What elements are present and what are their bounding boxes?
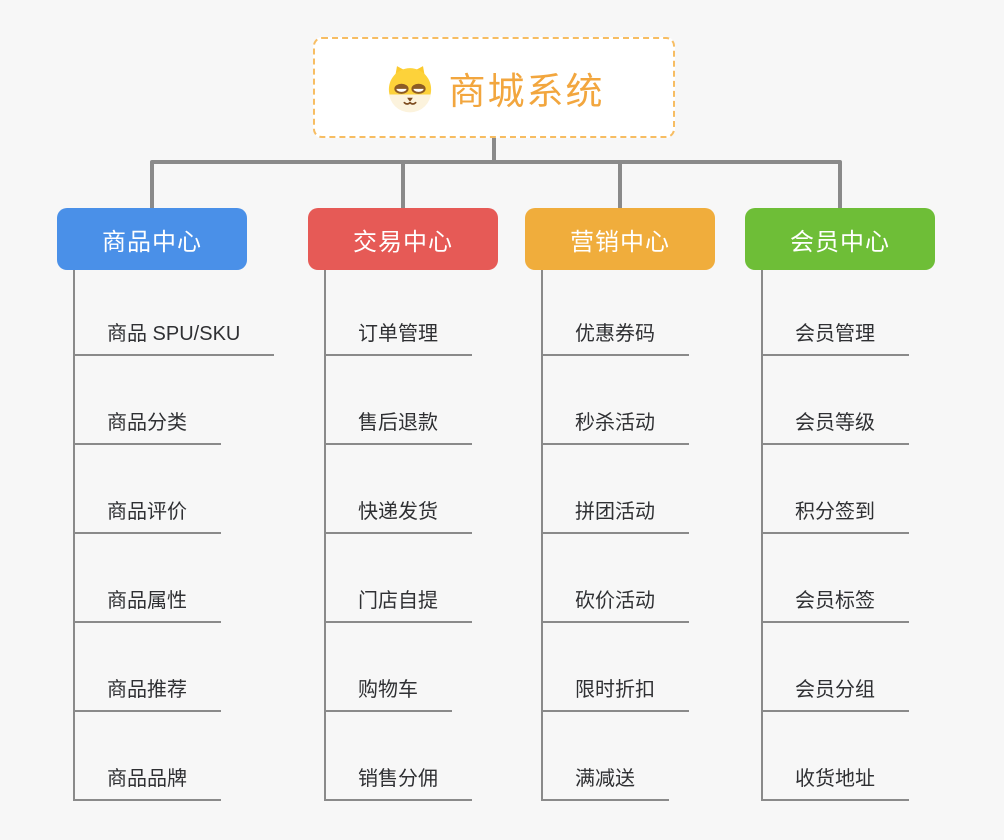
branch-topic[interactable]: 商品中心	[57, 208, 247, 270]
sub-topic[interactable]: 商品评价	[73, 445, 337, 534]
branch-column: 交易中心 订单管理售后退款快递发货门店自提购物车销售分佣	[308, 208, 588, 801]
sub-topic[interactable]: 收货地址	[761, 712, 1004, 801]
sub-topic[interactable]: 订单管理	[324, 270, 588, 356]
branch-items: 订单管理售后退款快递发货门店自提购物车销售分佣	[324, 270, 588, 801]
branch-items: 会员管理会员等级积分签到会员标签会员分组收货地址	[761, 270, 1004, 801]
sub-topic[interactable]: 会员管理	[761, 270, 1004, 356]
connector-branch-stub	[618, 162, 622, 210]
dog-face-icon	[388, 65, 431, 112]
connector-branch-stub	[838, 162, 842, 210]
branch-connector-line	[541, 270, 543, 801]
sub-topic-label: 售后退款	[324, 406, 472, 445]
sub-topic-label: 拼团活动	[541, 495, 689, 534]
sub-topic-label: 限时折扣	[541, 673, 689, 712]
sub-topic[interactable]: 销售分佣	[324, 712, 588, 801]
sub-topic[interactable]: 门店自提	[324, 534, 588, 623]
branch-topic[interactable]: 营销中心	[525, 208, 715, 270]
sub-topic-label: 商品 SPU/SKU	[73, 317, 275, 356]
sub-topic-label: 门店自提	[324, 584, 472, 623]
sub-topic-label: 购物车	[324, 673, 452, 712]
sub-topic-label: 会员标签	[761, 584, 909, 623]
connector-rail	[150, 160, 842, 164]
sub-topic-label: 砍价活动	[541, 584, 689, 623]
sub-topic[interactable]: 快递发货	[324, 445, 588, 534]
sub-topic[interactable]: 商品属性	[73, 534, 337, 623]
branch-connector-line	[324, 270, 326, 801]
root-topic[interactable]: 商城系统	[313, 37, 675, 138]
branch-items: 商品 SPU/SKU 商品分类商品评价商品属性商品推荐商品品牌	[73, 270, 337, 801]
sub-topic-label: 积分签到	[761, 495, 909, 534]
sub-topic[interactable]: 商品推荐	[73, 623, 337, 712]
sub-topic-label: 商品评价	[73, 495, 221, 534]
branch-items: 优惠券码秒杀活动拼团活动砍价活动限时折扣满减送	[541, 270, 805, 801]
connector-branch-stub	[150, 162, 154, 210]
sub-topic-label: 秒杀活动	[541, 406, 689, 445]
sub-topic[interactable]: 售后退款	[324, 356, 588, 445]
sub-topic-label: 销售分佣	[324, 762, 472, 801]
sub-topic[interactable]: 优惠券码	[541, 270, 805, 356]
branch-column: 商品中心 商品 SPU/SKU 商品分类商品评价商品属性商品推荐商品品牌	[57, 208, 337, 801]
sub-topic-label: 会员等级	[761, 406, 909, 445]
branch-topic-label: 会员中心	[790, 228, 890, 256]
sub-topic-label: 收货地址	[761, 762, 909, 801]
sub-topic[interactable]: 会员分组	[761, 623, 1004, 712]
sub-topic[interactable]: 限时折扣	[541, 623, 805, 712]
sub-topic-label: 商品分类	[73, 406, 221, 445]
branch-connector-line	[761, 270, 763, 801]
branch-topic[interactable]: 交易中心	[308, 208, 498, 270]
branch-column: 会员中心 会员管理会员等级积分签到会员标签会员分组收货地址	[745, 208, 1004, 801]
sub-topic[interactable]: 会员标签	[761, 534, 1004, 623]
sub-topic[interactable]: 拼团活动	[541, 445, 805, 534]
branch-connector-line	[73, 270, 75, 801]
sub-topic-label: 商品品牌	[73, 762, 221, 801]
sub-topic[interactable]: 会员等级	[761, 356, 1004, 445]
sub-topic[interactable]: 秒杀活动	[541, 356, 805, 445]
branch-topic[interactable]: 会员中心	[745, 208, 935, 270]
sub-topic[interactable]: 购物车	[324, 623, 588, 712]
sub-topic[interactable]: 商品 SPU/SKU	[73, 270, 337, 356]
branch-topic-label: 营销中心	[570, 228, 670, 256]
root-topic-label: 商城系统	[448, 70, 605, 112]
sub-topic-label: 商品推荐	[73, 673, 221, 712]
sub-topic-label: 会员管理	[761, 317, 909, 356]
sub-topic-label: 优惠券码	[541, 317, 689, 356]
sub-topic-label: 快递发货	[324, 495, 472, 534]
branch-topic-label: 交易中心	[353, 228, 453, 256]
sub-topic-label: 满减送	[541, 762, 669, 801]
sub-topic-label: 商品属性	[73, 584, 221, 623]
sub-topic[interactable]: 积分签到	[761, 445, 1004, 534]
branch-column: 营销中心 优惠券码秒杀活动拼团活动砍价活动限时折扣满减送	[525, 208, 805, 801]
sub-topic-label: 会员分组	[761, 673, 909, 712]
connector-root-stub	[492, 138, 496, 162]
branch-topic-label: 商品中心	[102, 228, 202, 256]
sub-topic[interactable]: 砍价活动	[541, 534, 805, 623]
sub-topic-label: 订单管理	[324, 317, 472, 356]
connector-branch-stub	[401, 162, 405, 210]
sub-topic[interactable]: 商品分类	[73, 356, 337, 445]
sub-topic[interactable]: 商品品牌	[73, 712, 337, 801]
sub-topic[interactable]: 满减送	[541, 712, 805, 801]
